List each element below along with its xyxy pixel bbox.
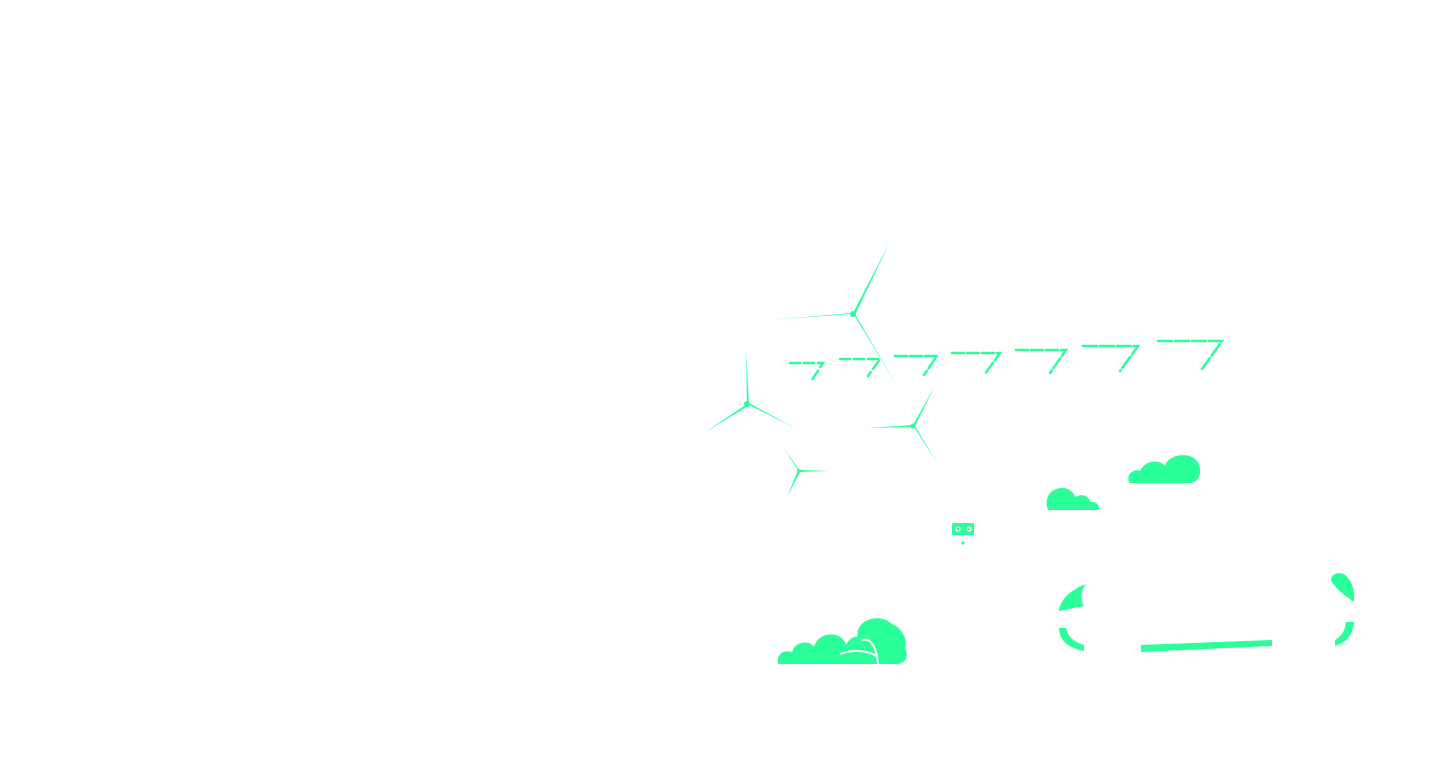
wind-turbine <box>867 386 937 463</box>
car-rear-fender <box>1331 573 1355 602</box>
car-front-fender <box>1059 584 1086 611</box>
power-line-segment <box>893 354 940 377</box>
cloud <box>1046 488 1100 510</box>
wind-turbine <box>783 447 829 497</box>
power-line <box>788 339 1225 382</box>
hedge <box>777 618 907 665</box>
power-line-segment <box>950 351 1003 376</box>
car-rear-bumper <box>1335 622 1354 646</box>
power-line-segment <box>1081 344 1141 373</box>
power-line-segment <box>788 361 826 382</box>
car-front-bumper <box>1059 628 1084 651</box>
power-line-segment <box>838 357 883 378</box>
charging-station <box>952 523 974 545</box>
electric-car <box>1059 573 1355 652</box>
power-line-segment <box>1156 339 1225 371</box>
wind-turbine <box>768 242 896 384</box>
car-side-skirt <box>1141 640 1272 652</box>
power-line-segment <box>1014 348 1069 375</box>
wind-turbine <box>704 350 795 433</box>
cloud <box>1128 455 1201 483</box>
